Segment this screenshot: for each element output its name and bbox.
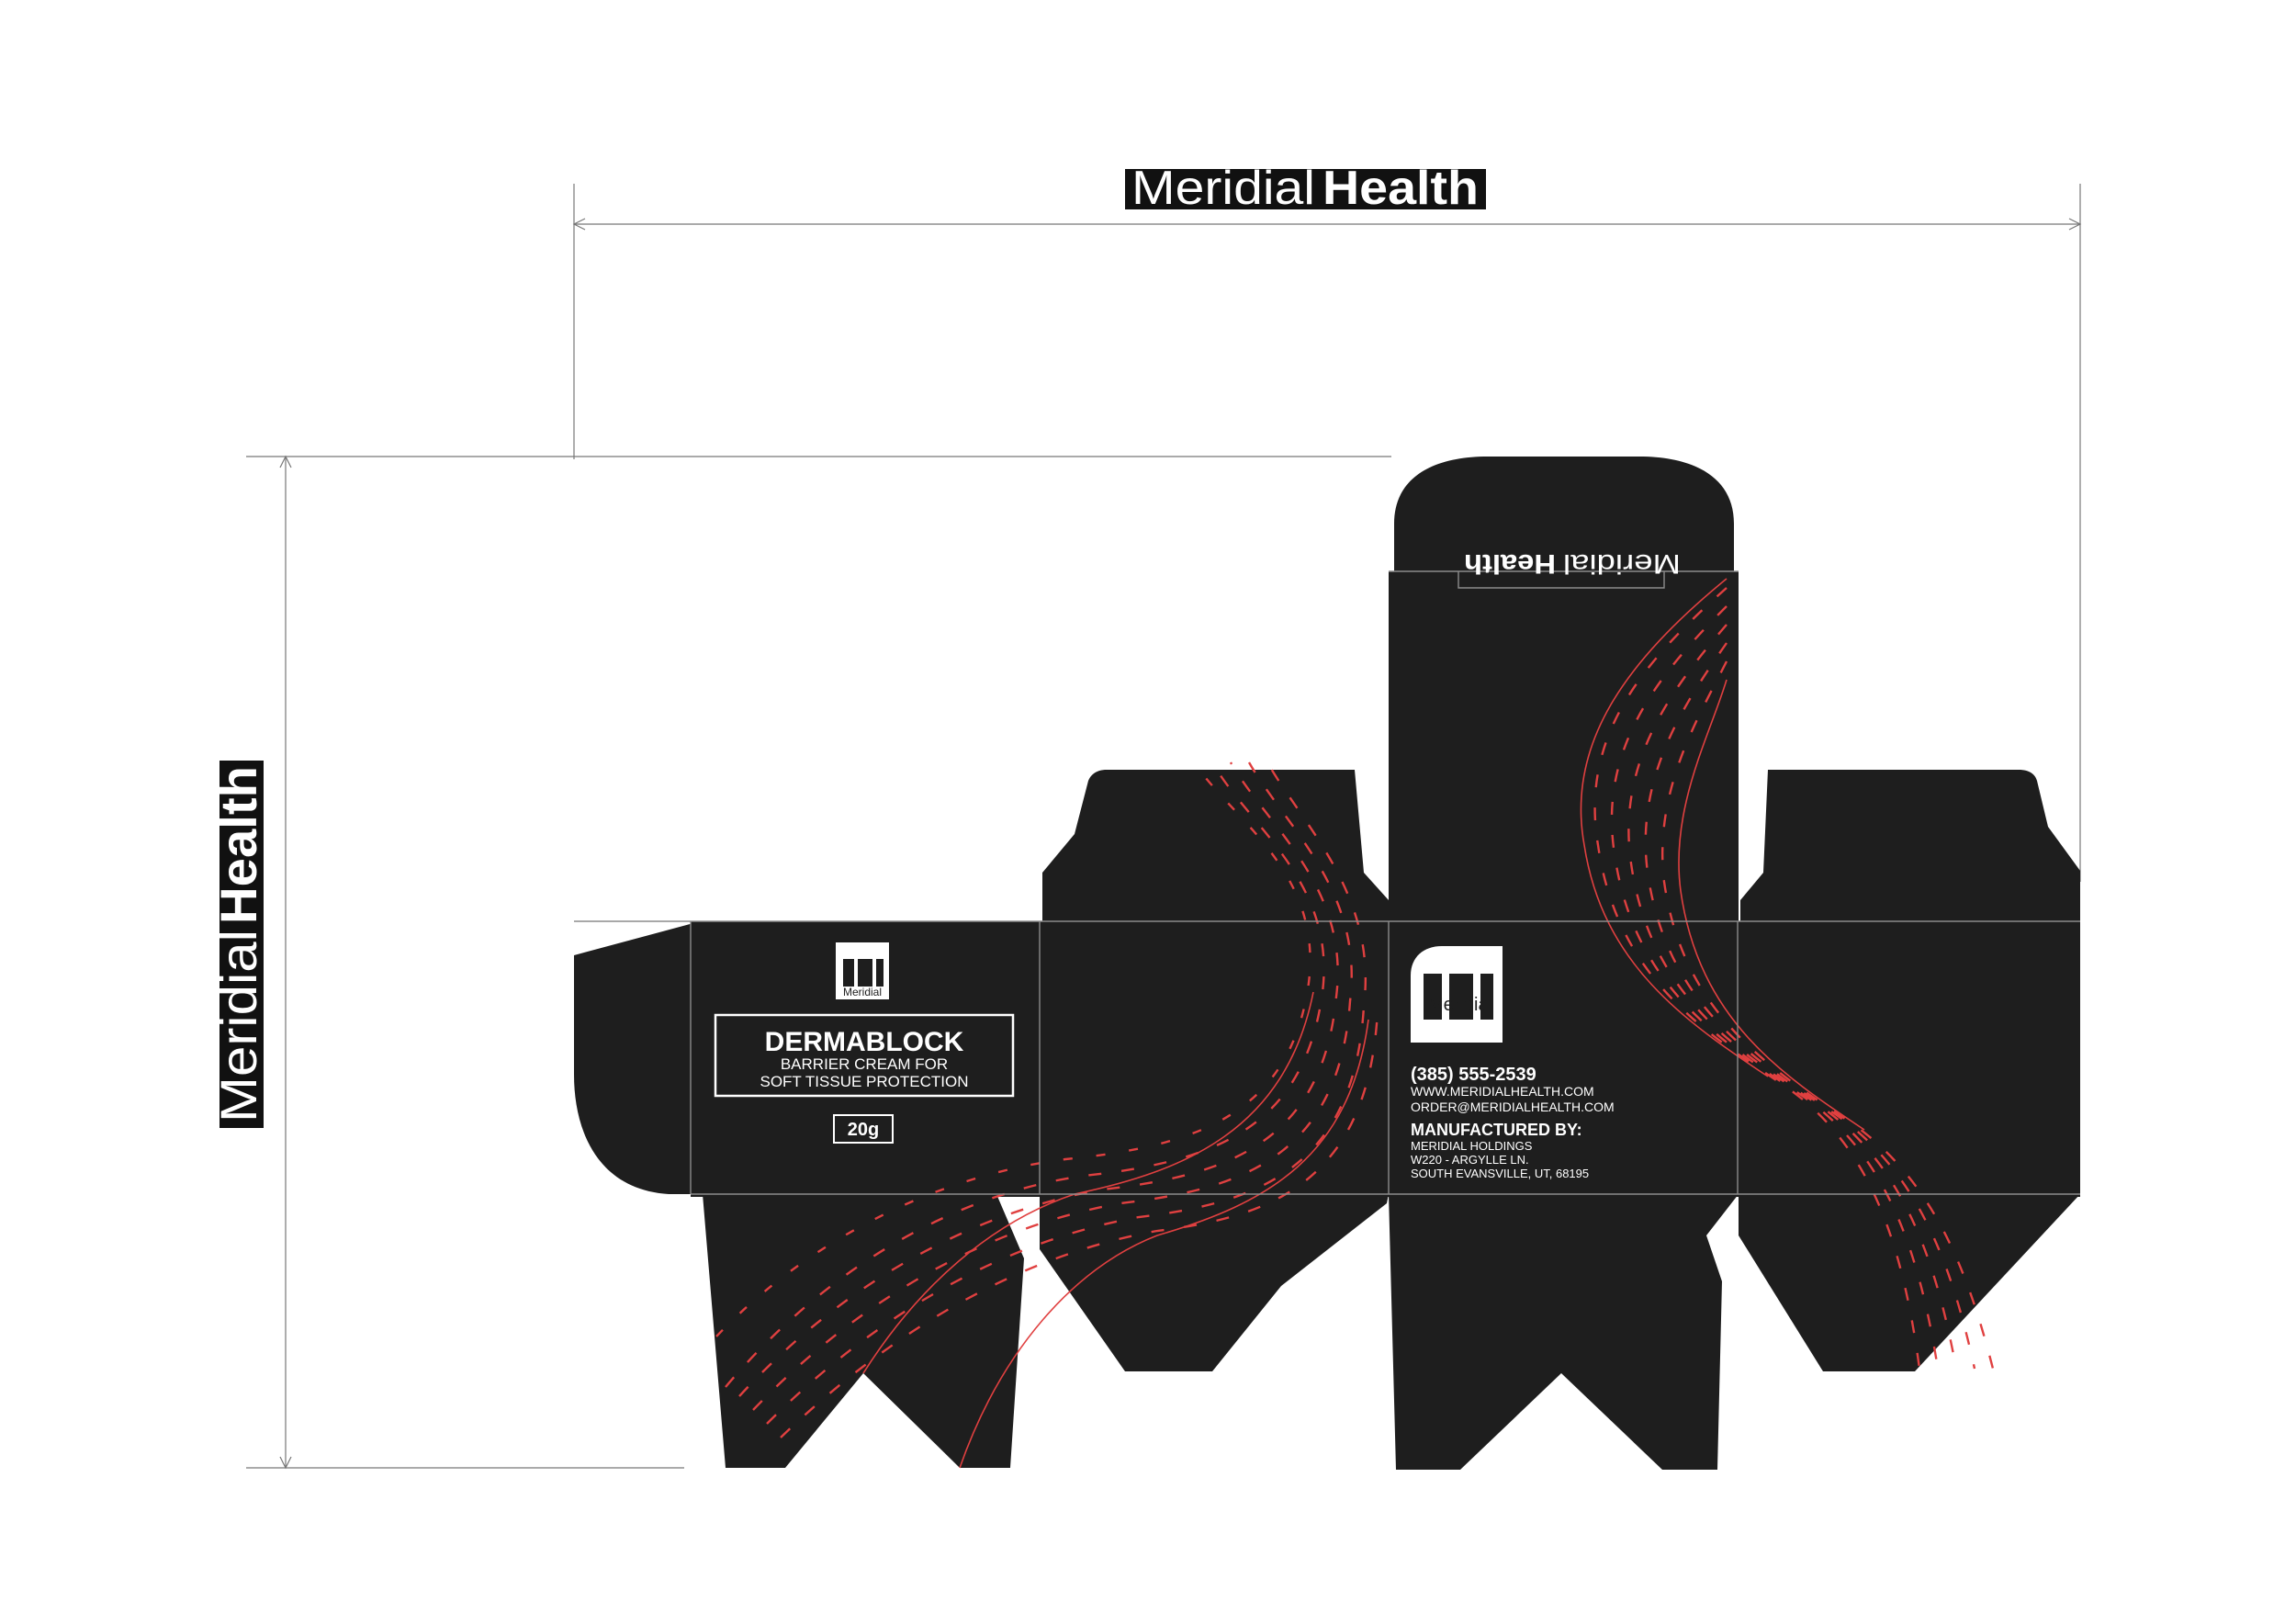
dim-vertical-brand-light: Meridial [209, 930, 267, 1122]
bottom-dust-flap-right [1739, 1194, 2080, 1371]
side-panel-right [1738, 921, 2080, 1197]
dimension-guides [246, 184, 2082, 1470]
glue-flap [574, 923, 693, 1194]
top-dust-flap-right [1740, 770, 2080, 921]
product-name: DERMABLOCK [765, 1027, 964, 1057]
weight-badge [833, 1114, 894, 1144]
bottom-dust-flap-left [1040, 1194, 1389, 1371]
contact-phone: (385) 555-2539 [1411, 1065, 1536, 1085]
product-title-frame [714, 1013, 1015, 1098]
fold-lines [574, 570, 2080, 1195]
back-panel-content: Meridial (385) 555-2539 WWW.MERIDIALHEAL… [1411, 946, 1615, 1180]
top-dust-flap-left [1042, 770, 1389, 921]
side-panel-left [1040, 921, 1390, 1197]
width-dimension-label: Meridial Health [1125, 162, 1486, 215]
logo-icon [836, 942, 889, 999]
logo-label: Meridial [843, 986, 882, 998]
product-line-1: BARRIER CREAM FOR [781, 1055, 948, 1073]
top-tuck-lid [1389, 457, 1739, 921]
wave-pattern [715, 578, 1995, 1469]
manufacturer-line-2: W220 - ARGYLLE LN. [1411, 1153, 1529, 1167]
bottom-flap-front [696, 1194, 1024, 1468]
dim-brand-bold: Health [1322, 162, 1479, 215]
product-line-2: SOFT TISSUE PROTECTION [760, 1073, 968, 1090]
tuck-brand-bold: Health [1464, 548, 1556, 579]
logo-label-large: Meridial [1428, 995, 1492, 1015]
logo-icon-large [1411, 946, 1503, 1043]
contact-email: ORDER@MERIDIALHEALTH.COM [1411, 1100, 1615, 1114]
height-dimension-label: Meridial Health [209, 761, 267, 1128]
top-tuck-brand: Meridial Health [1464, 548, 1681, 579]
bottom-flap-back [1389, 1194, 1739, 1470]
dim-brand-light: Meridial [1131, 162, 1315, 215]
manufacturer-heading: MANUFACTURED BY: [1411, 1121, 1582, 1139]
box-panels [574, 457, 2080, 1470]
product-weight: 20g [848, 1120, 879, 1140]
manufacturer-line-1: MERIDIAL HOLDINGS [1411, 1139, 1533, 1153]
contact-website: WWW.MERIDIALHEALTH.COM [1411, 1084, 1594, 1099]
manufacturer-line-3: SOUTH EVANSVILLE, UT, 68195 [1411, 1167, 1589, 1180]
front-panel-content: Meridial DERMABLOCK BARRIER CREAM FOR SO… [714, 942, 1015, 1144]
dim-vertical-brand-bold: Health [209, 766, 267, 924]
tuck-brand-light: Meridial [1563, 548, 1681, 579]
